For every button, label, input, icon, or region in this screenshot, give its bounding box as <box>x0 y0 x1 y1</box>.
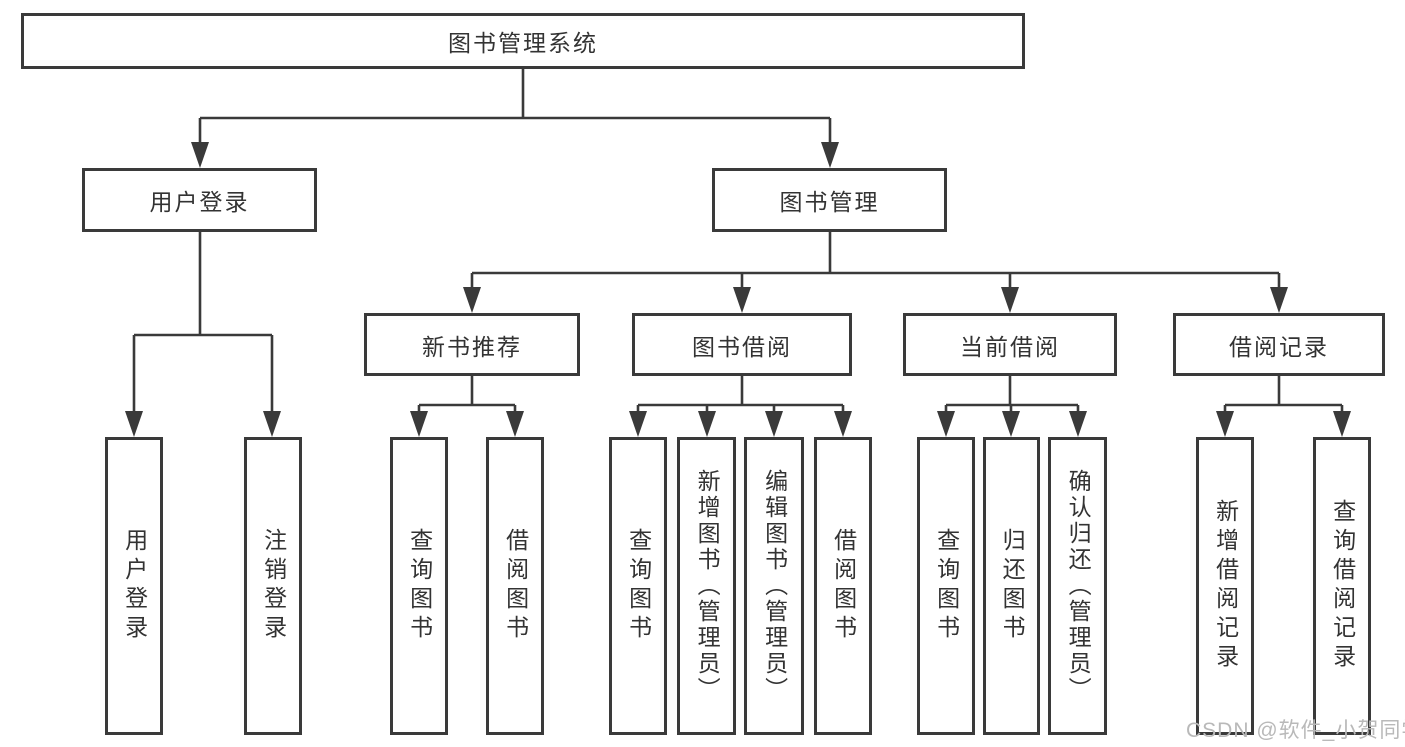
csdn-watermark: CSDN @软件_小贺同学 <box>1186 719 1405 742</box>
leaf-borrow-books-recommend: 借阅图书 <box>486 437 544 735</box>
node-new-book-recommend-label: 新书推荐 <box>422 333 522 360</box>
node-user-login: 用户登录 <box>82 168 317 232</box>
leaf-query-books-borrow-label: 查询图书 <box>625 528 652 644</box>
node-borrow-records: 借阅记录 <box>1173 313 1385 376</box>
node-book-borrow-label: 图书借阅 <box>692 333 792 360</box>
leaf-logout-label: 注销登录 <box>260 528 287 644</box>
leaf-query-books-current: 查询图书 <box>917 437 975 735</box>
leaf-user-login-label: 用户登录 <box>121 528 148 644</box>
node-current-borrow: 当前借阅 <box>903 313 1117 376</box>
connector-user-login-to-leaves <box>132 232 274 433</box>
leaf-edit-books-admin-label: 编辑图书（管理员） <box>761 469 788 703</box>
leaf-query-borrow-record-label: 查询借阅记录 <box>1329 499 1356 673</box>
connector-book-management-to-level3 <box>470 232 1281 309</box>
connector-new-book-to-leaves <box>417 376 517 433</box>
leaf-edit-books-admin: 编辑图书（管理员） <box>744 437 804 735</box>
node-borrow-records-label: 借阅记录 <box>1229 333 1329 360</box>
leaf-return-books: 归还图书 <box>983 437 1040 735</box>
node-user-login-label: 用户登录 <box>149 189 250 215</box>
node-book-borrow: 图书借阅 <box>632 313 852 376</box>
leaf-query-books-borrow: 查询图书 <box>609 437 667 735</box>
connector-borrow-records-to-leaves <box>1223 376 1344 433</box>
leaf-query-books-recommend-label: 查询图书 <box>406 528 433 644</box>
node-book-management: 图书管理 <box>712 168 947 232</box>
leaf-return-books-label: 归还图书 <box>999 528 1026 644</box>
leaf-user-login: 用户登录 <box>105 437 163 735</box>
leaf-add-borrow-record: 新增借阅记录 <box>1196 437 1254 735</box>
leaf-query-borrow-record: 查询借阅记录 <box>1313 437 1371 735</box>
node-new-book-recommend: 新书推荐 <box>364 313 580 376</box>
leaf-borrow-books-recommend-label: 借阅图书 <box>502 528 529 644</box>
arrowheads <box>125 142 1351 437</box>
leaf-logout: 注销登录 <box>244 437 302 735</box>
connector-root-to-level2 <box>198 69 832 164</box>
leaf-confirm-return-admin: 确认归还（管理员） <box>1048 437 1107 735</box>
leaf-confirm-return-admin-label: 确认归还（管理员） <box>1065 469 1092 703</box>
node-root: 图书管理系统 <box>21 13 1025 69</box>
leaf-borrow-books-label: 借阅图书 <box>830 528 857 644</box>
leaf-add-books-admin: 新增图书（管理员） <box>677 437 736 735</box>
leaf-query-books-recommend: 查询图书 <box>390 437 448 735</box>
node-current-borrow-label: 当前借阅 <box>960 333 1060 360</box>
node-root-label: 图书管理系统 <box>448 30 598 56</box>
leaf-borrow-books: 借阅图书 <box>814 437 872 735</box>
leaf-query-books-current-label: 查询图书 <box>933 528 960 644</box>
connector-book-borrow-to-leaves <box>636 376 845 433</box>
leaf-add-borrow-record-label: 新增借阅记录 <box>1212 499 1239 673</box>
leaf-add-books-admin-label: 新增图书（管理员） <box>694 469 721 703</box>
node-book-management-label: 图书管理 <box>779 189 880 215</box>
